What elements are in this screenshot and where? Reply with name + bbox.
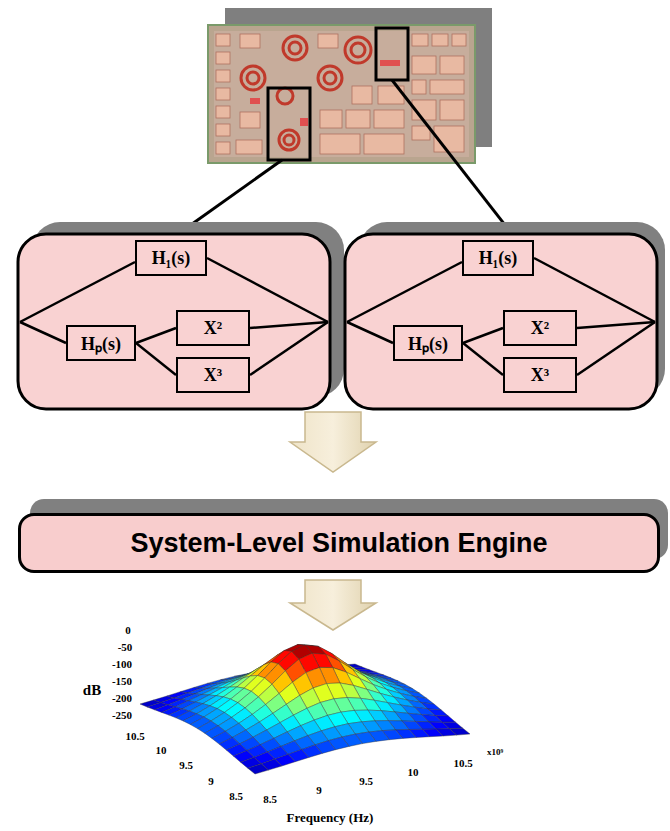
power-box: X² <box>503 310 577 346</box>
model-block <box>345 234 657 409</box>
chip-die <box>208 25 475 163</box>
pointer-arrow <box>392 80 512 234</box>
tick-label: -50 <box>118 641 133 653</box>
highlight-frame <box>376 28 408 80</box>
flow-arrow <box>290 580 376 630</box>
model-block <box>18 234 330 409</box>
tick-label: -100 <box>112 658 132 670</box>
power-box: X³ <box>503 357 577 393</box>
axis-title: Frequency (Hz) <box>287 810 374 826</box>
tick-label: 10 <box>156 744 167 756</box>
axis-title: dB <box>83 682 101 699</box>
power-box: X² <box>176 310 250 346</box>
node-label: X³ <box>531 365 549 386</box>
tick-label: x10⁹ <box>487 747 503 757</box>
tick-label: 10.5 <box>453 757 472 769</box>
tick-label: 10.5 <box>125 730 144 742</box>
tick-label: 8.5 <box>229 790 243 802</box>
tick-label: 9 <box>208 775 214 787</box>
node-label: X³ <box>204 365 222 386</box>
node-label: Hₚ(s) <box>408 331 448 355</box>
node-label: H₁(s) <box>152 248 190 269</box>
tick-label: 0 <box>125 624 131 636</box>
node-label: System-Level Simulation Engine <box>130 528 547 559</box>
node-label: H₁(s) <box>479 248 517 269</box>
signal-wire <box>463 328 503 343</box>
tick-label: 9.5 <box>179 759 193 771</box>
tick-label: 9 <box>316 784 322 796</box>
engine-band: System-Level Simulation Engine <box>18 513 660 573</box>
transfer-box: H₁(s) <box>135 240 207 276</box>
surface-patch <box>248 764 269 774</box>
power-box: X³ <box>176 357 250 393</box>
tick-label: -150 <box>112 675 132 687</box>
node-label: X² <box>204 318 222 339</box>
node-label: Hₚ(s) <box>81 331 121 355</box>
node-label: X² <box>531 318 549 339</box>
tick-label: 10 <box>408 766 419 778</box>
flow-arrow <box>290 412 376 472</box>
highlight-frame <box>268 88 310 160</box>
transfer-box: H₁(s) <box>462 240 534 276</box>
tick-label: 9.5 <box>359 775 373 787</box>
signal-wire <box>136 328 176 343</box>
tick-label: -250 <box>112 709 132 721</box>
signal-wire <box>463 343 503 375</box>
transfer-box: Hₚ(s) <box>393 325 463 361</box>
tick-label: -200 <box>112 692 132 704</box>
signal-wire <box>136 343 176 375</box>
transfer-box: Hₚ(s) <box>66 325 136 361</box>
tick-label: 8.5 <box>263 793 277 805</box>
